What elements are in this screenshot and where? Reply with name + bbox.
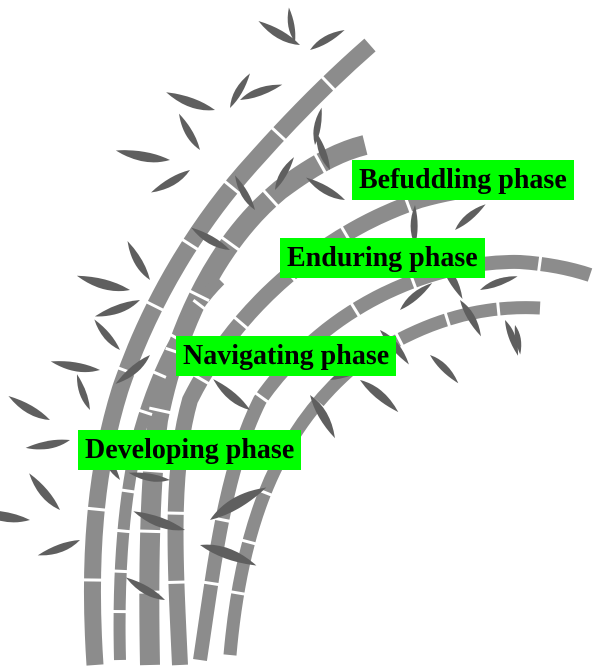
bamboo-leaf bbox=[460, 300, 481, 337]
bamboo-node bbox=[241, 538, 257, 546]
bamboo-node bbox=[145, 300, 165, 312]
bamboo-leaf bbox=[126, 577, 165, 600]
bamboo-node bbox=[233, 315, 249, 330]
bamboo-leaf bbox=[77, 374, 90, 410]
bamboo-leaf bbox=[240, 84, 283, 100]
bamboo-stem-4 bbox=[193, 254, 593, 662]
bamboo-leaf bbox=[133, 511, 185, 531]
bamboo-node bbox=[138, 408, 153, 416]
bamboo-node bbox=[113, 569, 128, 574]
bamboo-leaf bbox=[400, 283, 433, 310]
bamboo-node bbox=[394, 332, 405, 347]
bamboo-leaf bbox=[455, 204, 486, 230]
befuddling-phase-label: Befuddling phase bbox=[352, 160, 574, 200]
bamboo-node bbox=[443, 311, 452, 328]
bamboo-node bbox=[181, 238, 199, 251]
bamboo-node bbox=[139, 529, 162, 534]
bamboo-node bbox=[192, 373, 210, 386]
bamboo-node bbox=[496, 301, 501, 317]
bamboo-leaf bbox=[179, 113, 200, 150]
bamboo-leaf bbox=[29, 473, 60, 510]
bamboo-leaf bbox=[235, 175, 255, 210]
bamboo-node bbox=[223, 179, 240, 195]
bamboo-node bbox=[537, 255, 543, 273]
bamboo-node bbox=[192, 299, 206, 310]
bamboo-node bbox=[230, 590, 246, 596]
bamboo-leaf bbox=[306, 177, 345, 200]
bamboo-leaf bbox=[316, 132, 330, 170]
bamboo-node bbox=[141, 468, 165, 473]
bamboo-stem-1 bbox=[83, 38, 376, 666]
bamboo-leaf bbox=[76, 275, 130, 292]
bamboo-leaf bbox=[480, 276, 518, 290]
bamboo-leaf bbox=[94, 319, 120, 350]
bamboo-leaf bbox=[25, 439, 70, 450]
bamboo-node bbox=[188, 289, 210, 302]
bamboo-leaf bbox=[191, 227, 230, 250]
bamboo-leaf bbox=[514, 325, 522, 355]
bamboo-leaf bbox=[37, 540, 80, 556]
bamboo-leaf bbox=[410, 205, 418, 245]
bamboo-leaf bbox=[8, 396, 50, 420]
bamboo-leaf bbox=[505, 320, 518, 356]
bamboo-leaf bbox=[151, 170, 190, 193]
bamboo-node bbox=[220, 235, 241, 252]
bamboo-node bbox=[203, 580, 220, 587]
bamboo-node bbox=[167, 580, 186, 585]
bamboo-leaf bbox=[213, 379, 250, 410]
enduring-phase-label: Enduring phase bbox=[280, 238, 485, 278]
bamboo-node bbox=[262, 189, 280, 208]
bamboo-leaf bbox=[115, 150, 170, 163]
bamboo-leaf bbox=[50, 361, 100, 373]
bamboo-leaf bbox=[360, 380, 399, 413]
bamboo-leaf bbox=[258, 21, 300, 45]
developing-phase-label: Developing phase bbox=[78, 430, 302, 470]
bamboo-node bbox=[214, 516, 231, 523]
bamboo-leaf bbox=[166, 92, 215, 111]
bamboo-leaf bbox=[127, 241, 150, 280]
bamboo-leaf bbox=[200, 544, 257, 566]
bamboo-leaf bbox=[115, 355, 150, 384]
bamboo-leaf bbox=[313, 107, 322, 145]
bamboo-leaf bbox=[310, 30, 345, 50]
bamboo-node bbox=[313, 153, 327, 174]
navigating-phase-label: Navigating phase bbox=[176, 336, 397, 376]
bamboo-leaf bbox=[210, 487, 267, 520]
bamboo-leaf bbox=[0, 510, 30, 523]
bamboo-node bbox=[148, 406, 172, 415]
bamboo-node bbox=[349, 302, 361, 318]
bamboo-leaf bbox=[230, 73, 250, 108]
bamboo-node bbox=[254, 391, 270, 404]
bamboo-leaf bbox=[94, 300, 140, 317]
bamboo-leaf bbox=[287, 7, 296, 42]
bamboo-node bbox=[320, 75, 336, 92]
bamboo-node bbox=[116, 528, 131, 534]
bamboo-leaf bbox=[128, 472, 170, 482]
bamboo-node bbox=[120, 488, 136, 494]
bamboo-node bbox=[270, 126, 287, 142]
bamboo-leaf bbox=[430, 355, 459, 384]
bamboo-node bbox=[86, 506, 106, 512]
bamboo-node bbox=[152, 370, 167, 379]
